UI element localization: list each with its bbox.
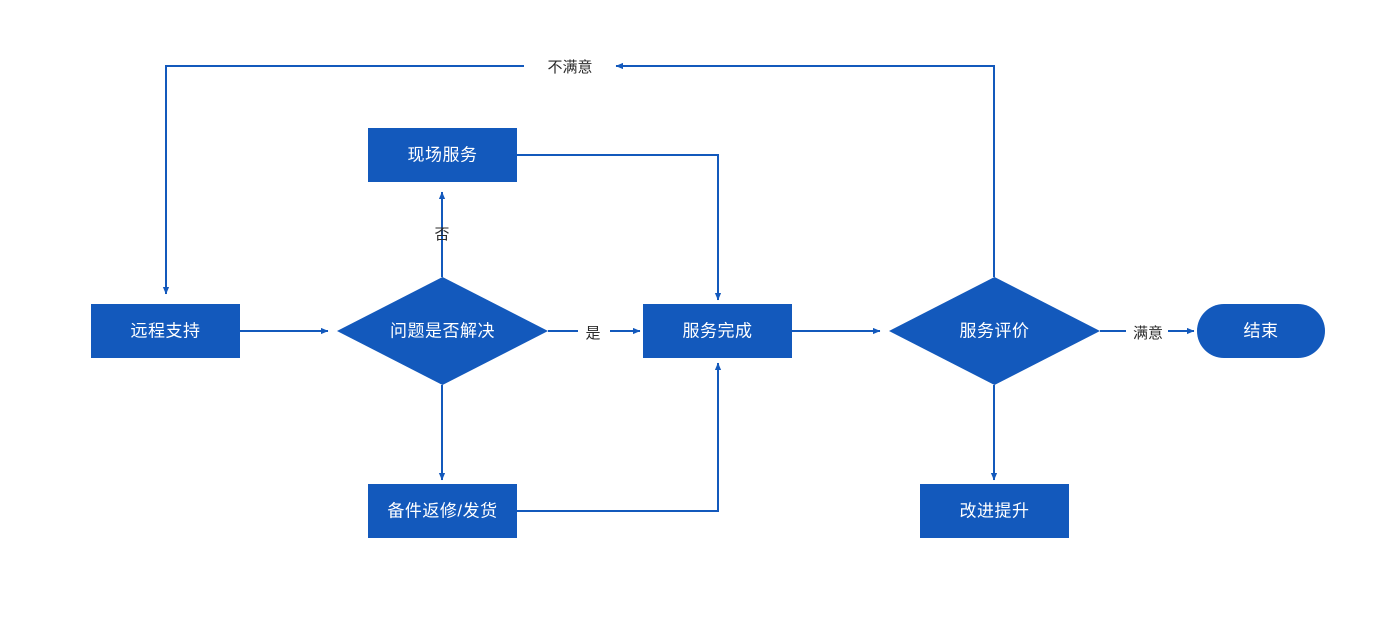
edge-evaluation-to-end: 满意 — [1100, 324, 1195, 342]
node-service-evaluation[interactable]: 服务评价 — [889, 277, 1100, 385]
node-shape-rectangle[interactable] — [368, 484, 517, 538]
edge-path — [517, 154, 722, 301]
node-problem-resolved[interactable]: 问题是否解决 — [337, 277, 548, 385]
edge-label-satisfied: 满意 — [1133, 324, 1163, 342]
edges-layer: 不满意 否 是 — [162, 58, 1195, 512]
edge-spare-to-complete — [517, 362, 722, 512]
edge-decision-to-complete: 是 — [548, 325, 641, 342]
edge-evaluation-to-remote-unsatisfied: 不满意 — [162, 58, 995, 295]
edge-onsite-to-complete — [517, 154, 722, 301]
node-shape-diamond[interactable] — [337, 277, 548, 385]
edge-path — [615, 62, 995, 277]
node-shape-rectangle[interactable] — [91, 304, 240, 358]
node-service-complete[interactable]: 服务完成 — [643, 304, 792, 358]
edge-path — [517, 362, 722, 512]
node-onsite-service[interactable]: 现场服务 — [368, 128, 517, 182]
edge-label-yes: 是 — [585, 325, 600, 342]
node-end[interactable]: 结束 — [1197, 304, 1325, 358]
node-shape-rectangle[interactable] — [643, 304, 792, 358]
node-improvement[interactable]: 改进提升 — [920, 484, 1069, 538]
edge-decision-to-onsite: 否 — [434, 191, 450, 277]
edge-path-continued — [162, 65, 524, 295]
node-shape-rectangle[interactable] — [920, 484, 1069, 538]
nodes-layer: 远程支持 现场服务 问题是否解决 备件返修/发货 服务完成 服务评价 — [91, 128, 1325, 538]
node-shape-rounded-rectangle[interactable] — [1197, 304, 1325, 358]
node-shape-rectangle[interactable] — [368, 128, 517, 182]
edge-label-unsatisfied: 不满意 — [547, 58, 592, 76]
node-spare-parts[interactable]: 备件返修/发货 — [368, 484, 517, 538]
node-shape-diamond[interactable] — [889, 277, 1100, 385]
node-remote-support[interactable]: 远程支持 — [91, 304, 240, 358]
